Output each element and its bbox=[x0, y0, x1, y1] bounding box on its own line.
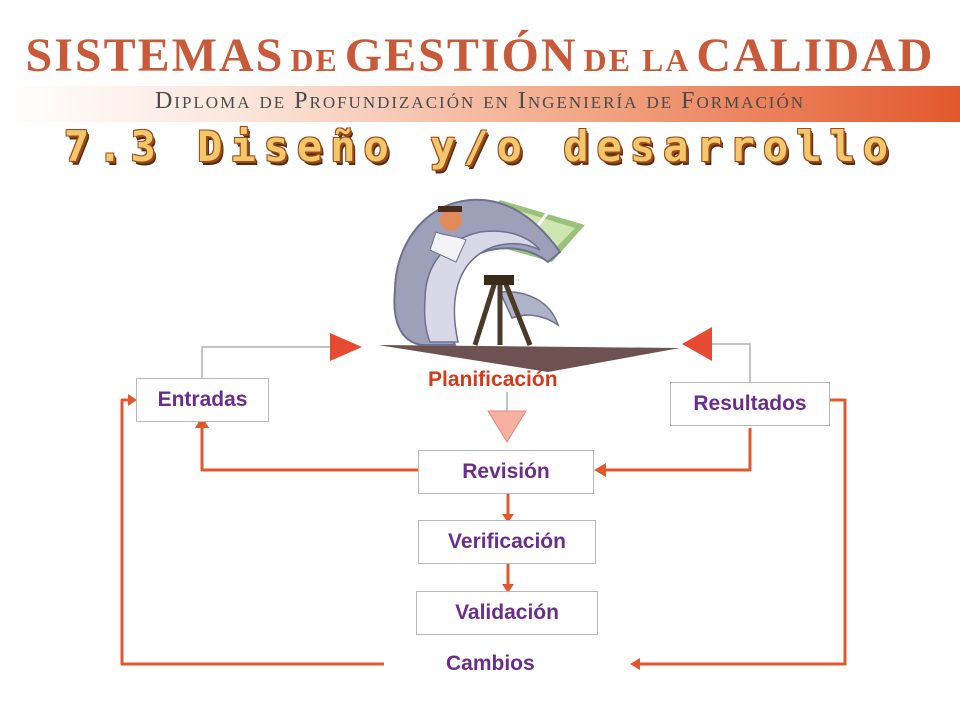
input-arrow-head bbox=[330, 333, 362, 361]
outputs-to-review-arrow bbox=[606, 428, 752, 472]
verification-box: Verificación bbox=[418, 520, 596, 564]
header-title-word-2: DE bbox=[290, 42, 339, 78]
changes-label: Cambios bbox=[446, 652, 535, 675]
review-to-inputs-arrow bbox=[200, 428, 418, 472]
input-connector-line bbox=[201, 346, 330, 380]
outputs-box: Resultados bbox=[670, 382, 830, 426]
header-band bbox=[0, 86, 960, 122]
section-title: 7.3 Diseño y/o desarrollo bbox=[63, 122, 897, 171]
header-subtitle: Diploma de Profundización en Ingeniería … bbox=[154, 88, 806, 114]
validation-box: Validación bbox=[416, 591, 598, 635]
header-title-word-3: GESTIÓN bbox=[344, 29, 578, 82]
planning-clipart-icon bbox=[378, 198, 680, 372]
changes-to-inputs-arrow bbox=[120, 398, 384, 666]
outputs-to-changes-arrow bbox=[640, 398, 847, 666]
header-title-word-5: CALIDAD bbox=[696, 29, 935, 82]
output-connector-line bbox=[712, 343, 751, 382]
header-title-word-1: SISTEMAS bbox=[25, 29, 285, 82]
planning-label: Planificación bbox=[428, 368, 558, 391]
inputs-box: Entradas bbox=[136, 378, 269, 422]
review-box: Revisión bbox=[418, 450, 594, 494]
header-title: SISTEMAS DE GESTIÓN DE LA CALIDAD bbox=[0, 28, 960, 83]
output-arrow-head bbox=[682, 327, 712, 361]
planning-down-arrow bbox=[487, 410, 527, 443]
header-title-word-4: DE LA bbox=[583, 42, 691, 78]
